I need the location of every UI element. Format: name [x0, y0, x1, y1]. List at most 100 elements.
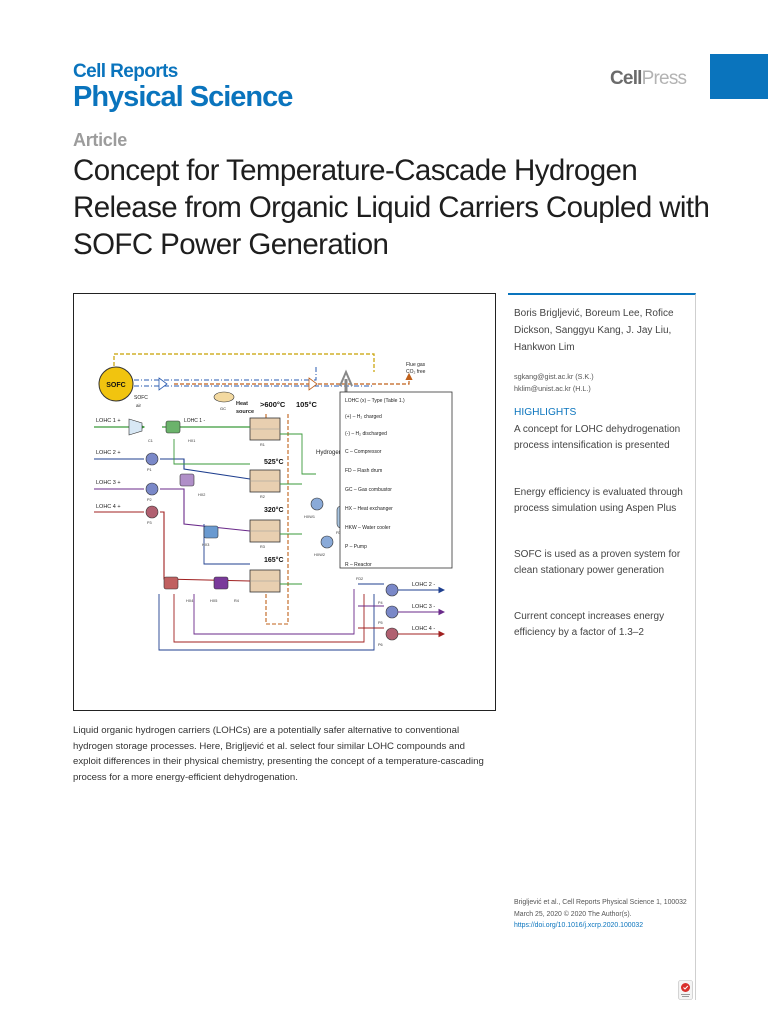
reactor-r4: [249, 569, 281, 593]
temp-525-label: 525°C: [264, 458, 284, 466]
publisher-logo-press: Press: [641, 68, 687, 89]
corresponding-emails: sgkang@gist.ac.kr (S.K.) hklim@unist.ac.…: [514, 371, 694, 395]
graphical-abstract-figure: SOFC SOFC air Flue gas CO₂ free GC Heat …: [73, 293, 496, 711]
flue-gas-label: Flue gas: [406, 362, 426, 368]
label-p1: P1: [147, 468, 152, 472]
lohc2-out-label: LOHC 2 -: [412, 582, 435, 588]
label-hx5: HX5: [210, 599, 217, 603]
label-hxw2: HXW2: [314, 553, 325, 557]
brand-block: [710, 54, 768, 99]
journal-logo: Cell Reports Physical Science: [73, 61, 293, 113]
sofc-unit: [98, 366, 134, 402]
label-hx4: HX4: [186, 599, 193, 603]
check-for-updates-icon[interactable]: [678, 980, 693, 1000]
heat-exchanger-hx3: [203, 525, 219, 539]
pump-p6: [385, 627, 399, 641]
highlights-heading: HIGHLIGHTS: [514, 407, 577, 418]
label-r3: R3: [260, 545, 265, 549]
legend-item-2: (-) – H₂ discharged: [345, 431, 387, 437]
publisher-logo: CellPress: [610, 68, 687, 90]
label-hx2: HX2: [198, 493, 205, 497]
label-hx1: HX1: [188, 439, 195, 443]
pump-p2: [145, 482, 159, 496]
reactor-r3: [249, 519, 281, 543]
heat-exchanger-hx5: [213, 576, 229, 590]
legend-item-8: P – Pump: [345, 544, 367, 550]
legend-item-5: GC – Gas combustor: [345, 487, 392, 493]
gas-combustor: [213, 391, 235, 403]
legend-item-4: FD – Flash drum: [345, 468, 382, 474]
journal-name-line2: Physical Science: [73, 81, 293, 113]
sofc-label: SOFC: [134, 395, 148, 401]
publisher-logo-cell: Cell: [610, 68, 642, 89]
temp-165-label: 165°C: [264, 556, 284, 564]
temp-320-label: 320°C: [264, 506, 284, 514]
highlight-item: SOFC is used as a proven system for clea…: [514, 549, 681, 576]
legend-item-6: HX – Heat exchanger: [345, 506, 393, 512]
label-p2: P2: [147, 498, 152, 502]
citation-reference: Brigljević et al., Cell Reports Physical…: [514, 899, 687, 906]
email-link-hl[interactable]: hklim@unist.ac.kr (H.L.): [514, 384, 591, 393]
article-type-label: Article: [73, 130, 127, 150]
process-flow-diagram: SOFC SOFC air Flue gas CO₂ free GC Heat …: [94, 353, 453, 651]
heat-source-label-1: Heat: [236, 401, 248, 407]
highlight-item: Current concept increases energy efficie…: [514, 611, 665, 638]
compressor-c1: [128, 418, 143, 436]
lohc3-out-label: LOHC 3 -: [412, 604, 435, 610]
citation-block: Brigljević et al., Cell Reports Physical…: [514, 897, 694, 932]
label-r4: R4: [234, 599, 239, 603]
lohc4-out-label: LOHC 4 -: [412, 626, 435, 632]
label-c1: C1: [148, 439, 153, 443]
author-list: Boris Brigljević, Boreum Lee, Rofice Dic…: [514, 308, 674, 353]
label-p6: P6: [378, 643, 383, 647]
label-r1: R1: [260, 443, 265, 447]
heat-exchanger-hx2: [179, 473, 195, 487]
article-title: Concept for Temperature-Cascade Hydrogen…: [73, 154, 710, 261]
unit-labels: C1 HX1 R1 P1 HX2 R2 P2 HX3 R3 P3 HX4 HX5…: [147, 439, 383, 647]
legend-item-0: LOHC (x) – Type (Table 1.): [345, 398, 405, 404]
lohc1-in-label: LOHC 1 +: [96, 418, 121, 424]
label-fd1: FD1: [336, 531, 343, 535]
highlight-item: Energy efficiency is evaluated through p…: [514, 487, 683, 514]
lohc3-in-label: LOHC 3 +: [96, 480, 121, 486]
figure-caption: Liquid organic hydrogen carriers (LOHCs)…: [73, 725, 484, 783]
label-r2: R2: [260, 495, 265, 499]
pump-p3: [145, 505, 159, 519]
pump-p4: [385, 583, 399, 597]
water-cooler-hxw1: [310, 497, 324, 511]
citation-date: March 25, 2020 © 2020 The Author(s).: [514, 910, 632, 918]
heat-exchanger-hx1: [165, 420, 181, 434]
sofc-text: SOFC: [106, 382, 125, 389]
lohc1-minus-label: LOHC 1 -: [184, 418, 205, 424]
label-hx3: HX3: [202, 543, 209, 547]
air-label: air: [136, 403, 142, 408]
diagram-legend: [339, 391, 453, 569]
label-p5: P5: [378, 621, 383, 625]
label-p4: P4: [378, 601, 383, 605]
email-link-sk[interactable]: sgkang@gist.ac.kr (S.K.): [514, 372, 594, 381]
lohc2-in-label: LOHC 2 +: [96, 450, 121, 456]
pump-p1: [145, 452, 159, 466]
journal-name-line1: Cell Reports: [73, 61, 178, 82]
legend-item-9: R – Reactor: [345, 562, 372, 568]
pump-p5: [385, 605, 399, 619]
temp-600-label: >600°C: [260, 400, 286, 409]
label-p3: P3: [147, 521, 152, 525]
gc-label: GC: [220, 406, 226, 411]
label-fd2: FD2: [356, 577, 363, 581]
article-sidebar: Boris Brigljević, Boreum Lee, Rofice Dic…: [508, 293, 696, 1000]
water-cooler-hxw2: [320, 535, 334, 549]
highlight-item: A concept for LOHC dehydrogenation proce…: [514, 424, 681, 451]
legend-item-1: (+) – H₂ charged: [345, 414, 382, 420]
heat-exchanger-hx4: [163, 576, 179, 590]
heat-source-label-2: source: [236, 409, 254, 415]
doi-link[interactable]: https://doi.org/10.1016/j.xcrp.2020.1000…: [514, 922, 644, 929]
lohc4-in-label: LOHC 4 +: [96, 504, 121, 510]
legend-item-3: C – Compressor: [345, 449, 382, 455]
temp-105-label: 105°C: [296, 400, 318, 409]
hydrogen-label: Hydrogen: [316, 450, 342, 456]
reactor-r2: [249, 469, 281, 493]
label-hxw1: HXW1: [304, 515, 315, 519]
legend-item-7: HKW – Water cooler: [345, 525, 391, 531]
reactor-r1: [249, 417, 281, 441]
